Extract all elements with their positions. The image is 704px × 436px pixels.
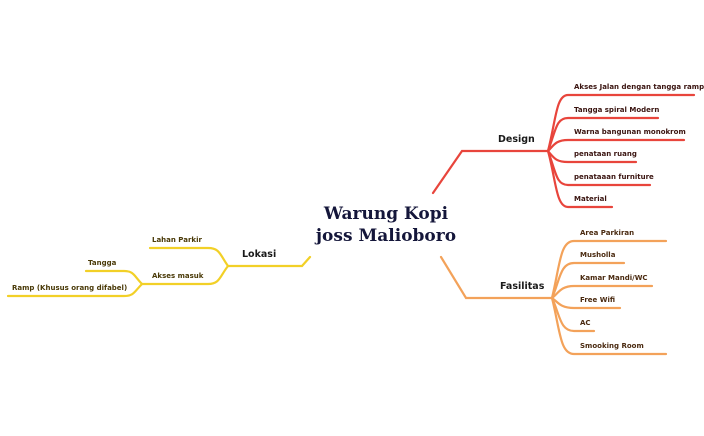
- design-item-penataan-ruang: penataan ruang: [574, 150, 637, 158]
- branch-fasilitas: Fasilitas: [500, 281, 545, 292]
- design-connector-3: [546, 138, 686, 153]
- design-item-material: Material: [574, 195, 607, 203]
- design-item-akses-jalan: Akses Jalan dengan tangga ramp: [574, 83, 704, 91]
- lokasi-item-akses-masuk: Akses masuk: [152, 272, 204, 280]
- central-topic: Warung Kopi joss Malioboro: [296, 203, 476, 247]
- branch-design: Design: [498, 134, 535, 145]
- fasilitas-item-smooking-room: Smooking Room: [580, 342, 644, 350]
- fasilitas-connector-6: [550, 296, 668, 356]
- design-main-connector: [431, 149, 550, 195]
- fasilitas-connector-2: [550, 261, 626, 300]
- fasilitas-item-musholla: Musholla: [580, 251, 616, 259]
- design-item-penataan-furniture: penataaan furniture: [574, 173, 654, 181]
- design-connector-1: [546, 93, 696, 153]
- lokasi-main-connector: [226, 255, 312, 268]
- branch-lokasi: Lokasi: [242, 249, 277, 260]
- central-topic-line1: Warung Kopi: [323, 204, 449, 224]
- central-topic-line2: joss Malioboro: [315, 226, 457, 246]
- lokasi-connector-lahan: [148, 246, 230, 268]
- fasilitas-item-free-wifi: Free Wifi: [580, 296, 616, 304]
- design-connector-6: [546, 149, 614, 209]
- fasilitas-main-connector: [439, 255, 554, 300]
- fasilitas-connector-3: [550, 284, 654, 300]
- lokasi-item-lahan-parkir: Lahan Parkir: [152, 236, 202, 244]
- fasilitas-connector-1: [550, 239, 668, 300]
- fasilitas-item-ac: AC: [580, 319, 591, 327]
- design-item-warna-bangunan: Warna bangunan monokrom: [574, 128, 686, 136]
- design-connector-2: [546, 116, 660, 153]
- fasilitas-item-area-parkiran: Area Parkiran: [580, 229, 635, 237]
- akses-item-ramp: Ramp (Khusus orang difabel): [12, 284, 128, 292]
- akses-item-tangga: Tangga: [88, 259, 117, 267]
- akses-connector-ramp: [6, 282, 144, 298]
- fasilitas-item-kamar-mandi: Kamar Mandi/WC: [580, 274, 648, 282]
- akses-connector-tangga: [84, 269, 144, 286]
- lokasi-connector-akses: [140, 264, 230, 286]
- design-item-tangga-spiral: Tangga spiral Modern: [574, 106, 660, 114]
